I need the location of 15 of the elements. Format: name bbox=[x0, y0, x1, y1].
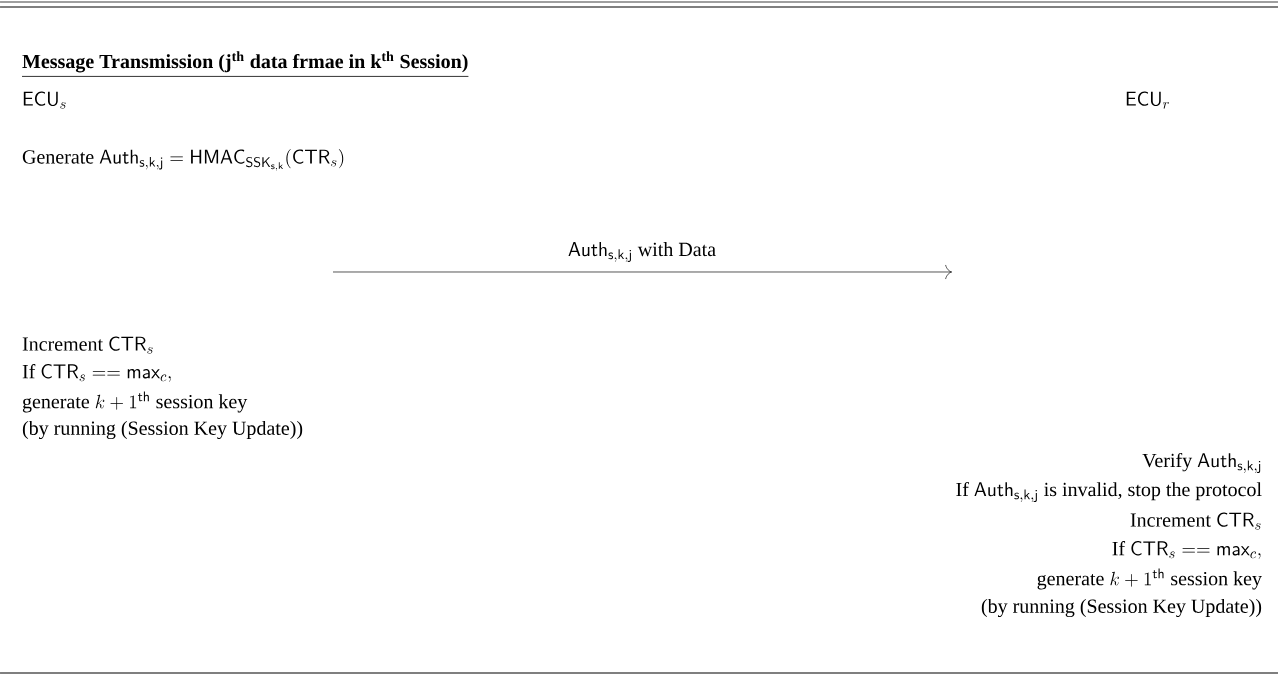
protocol-text: $\text{Verify } \mathsf{Auth}_{\mathsf{s,k,j}}$ bbox=[1142, 453, 1261, 473]
party-name: $\mathsf{ECU}_r$ bbox=[1126, 91, 1169, 109]
protocol-text: $\text{Increment } \mathsf{CTR}_s$ bbox=[22, 336, 153, 354]
protocol-text: $\text{Generate } \mathsf{Auth}_{\mathsf{s,k,j}} = \mathsf{HMAC}_{\mathsf{SSK}_{\mathsf{s,k}}}(\mathsf{CTR}_s)$ bbox=[22, 149, 344, 171]
protocol-text: $\text{If } \mathsf{CTR}_s == \mathsf{max}_c,$ bbox=[1112, 541, 1261, 559]
protocol-text: $\text{If } \mathsf{Auth}_{\mathsf{s,k,j}}\text{ is invalid, stop the protocol}$ bbox=[956, 482, 1262, 502]
protocol-text: $\text{generate } k+1^{\mathsf{th}}\text{ session key}$ bbox=[22, 391, 248, 413]
protocol-text: $\text{(by running (Session Key Update))}$ bbox=[22, 420, 303, 440]
party-name: $\mathsf{ECU}_s$ bbox=[23, 91, 66, 109]
protocol-text: $\mathsf{Auth}_{\mathsf{s,k,j}}\text{ with Data}$ bbox=[568, 242, 716, 262]
protocol-text: $\text{(by running (Session Key Update))}$ bbox=[981, 598, 1262, 618]
protocol-text: $\text{If } \mathsf{CTR}_s == \mathsf{max}_c,$ bbox=[22, 364, 171, 382]
heading: Message Transmission (j$^{th}$ data frmae in k$^{th}$ Session) bbox=[22, 51, 468, 73]
protocol-text: $\text{Increment } \mathsf{CTR}_s$ bbox=[1130, 512, 1261, 530]
protocol-text: $\text{generate } k+1^{\mathsf{th}}\text{ session key}$ bbox=[1037, 568, 1262, 590]
